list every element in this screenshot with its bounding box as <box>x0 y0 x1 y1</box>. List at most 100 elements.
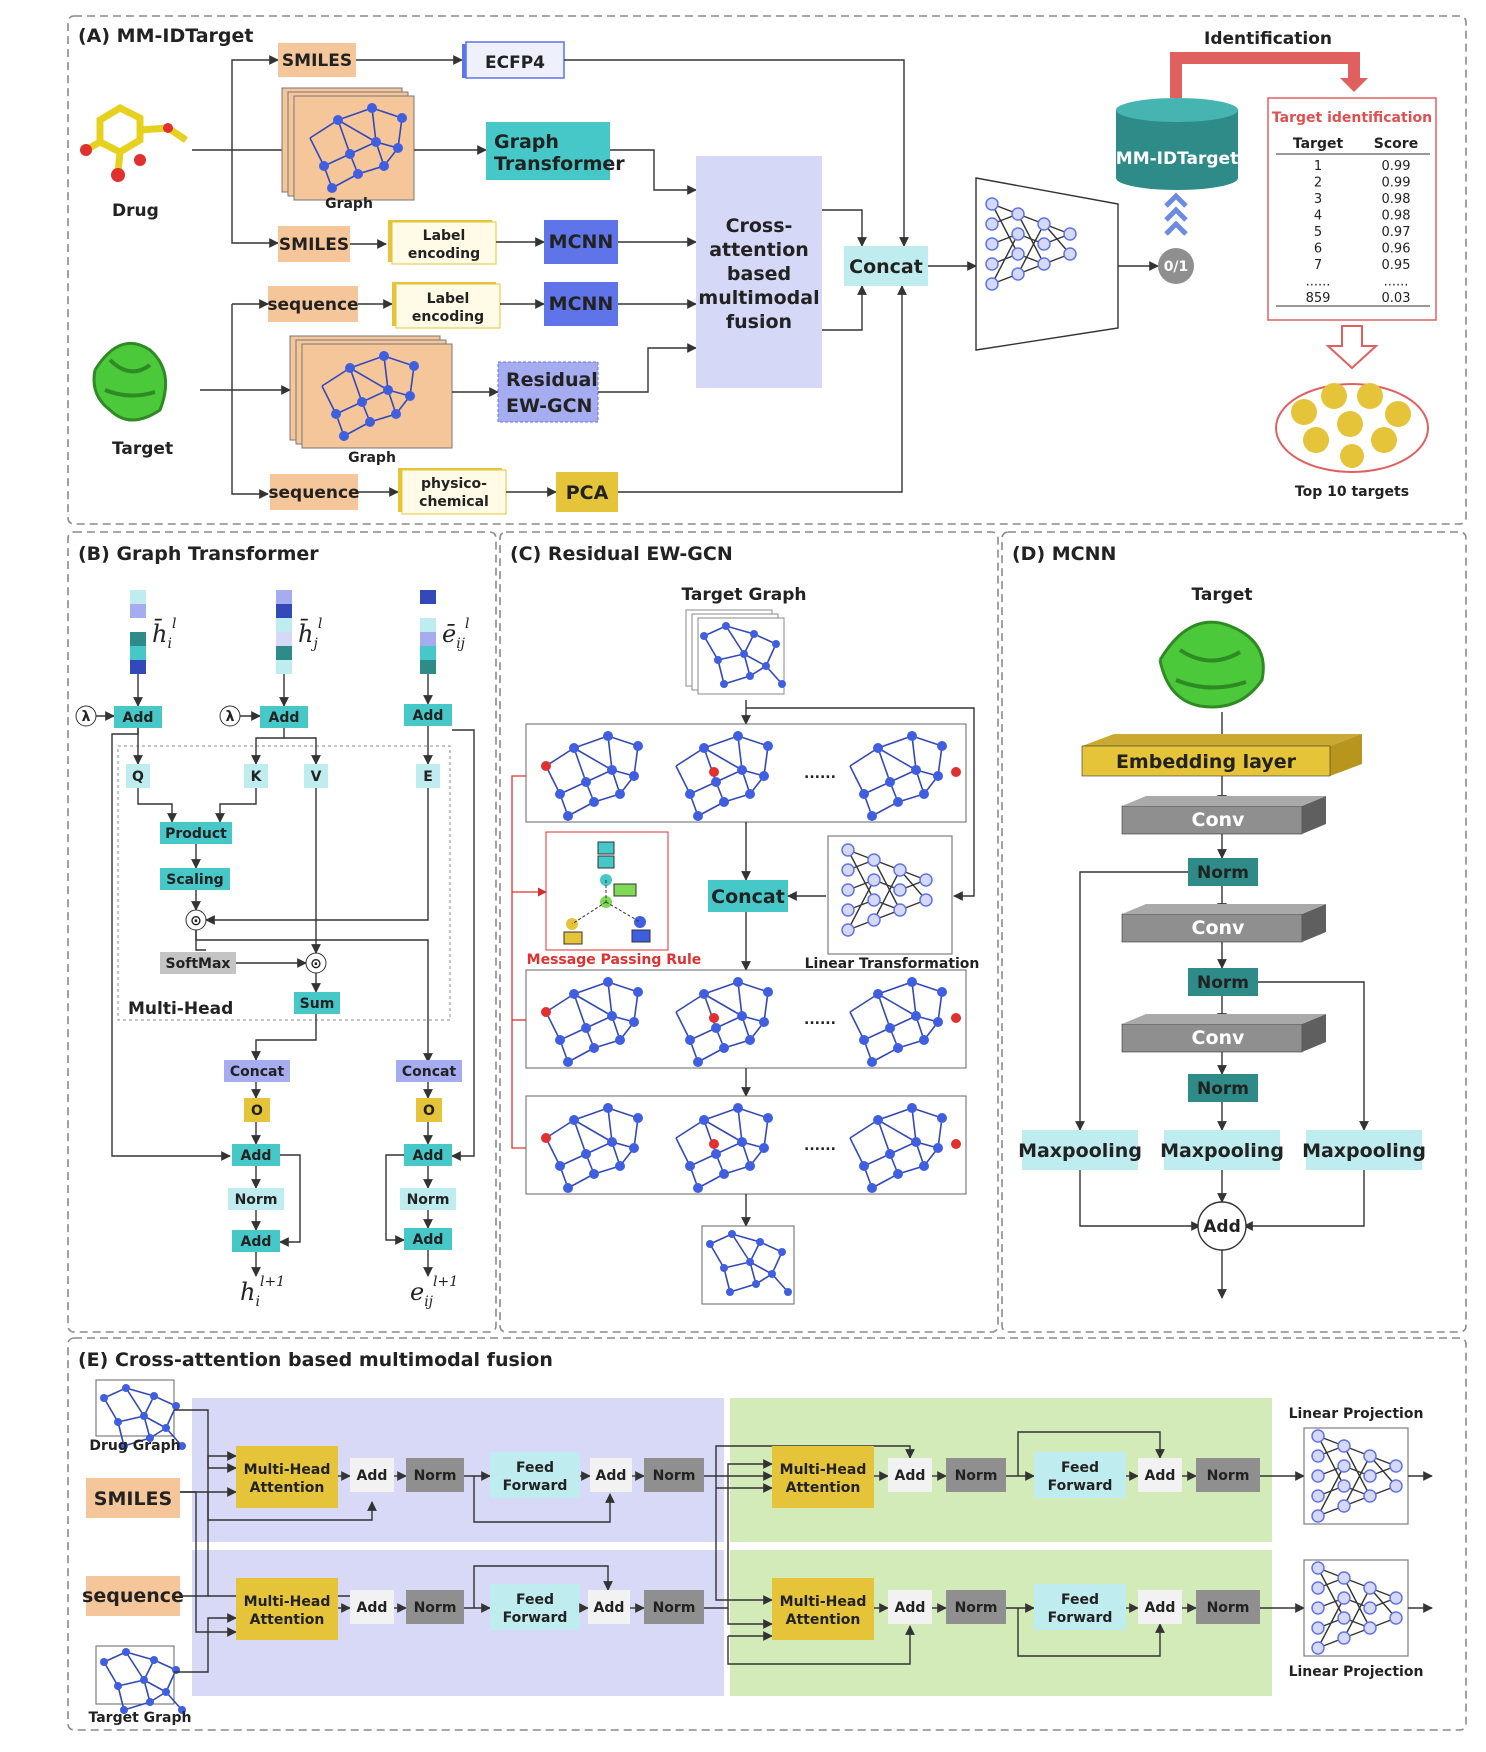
mcnn-target-label: Target <box>1191 585 1252 605</box>
table-cell-score: 0.03 <box>1382 291 1411 306</box>
message-passing-label: Message Passing Rule <box>527 952 702 968</box>
concat-box-a <box>844 246 928 286</box>
database-icon <box>1116 98 1238 190</box>
maxpool-label-1: Maxpooling <box>1018 1140 1142 1162</box>
norm-e-label: Norm <box>407 1192 450 1208</box>
norm-e5 <box>946 1458 1006 1492</box>
drug-molecule-icon <box>80 104 188 182</box>
ff-e4-label-1: Feed <box>1061 1592 1099 1608</box>
add-hj-box <box>260 706 308 728</box>
mha-2-label-2: Attention <box>250 1612 325 1628</box>
message-passing-icon <box>563 841 651 945</box>
sequence-label-1: sequence <box>267 295 358 315</box>
conv-label-2: Conv <box>1192 917 1246 939</box>
embedding-label: Embedding layer <box>1116 751 1297 773</box>
table-cell-target: 5 <box>1314 225 1322 240</box>
table-cell-target: 2 <box>1314 176 1322 191</box>
up-chevrons-icon <box>1164 192 1188 236</box>
label-encoding-box-2 <box>395 283 501 329</box>
norm-box-d3 <box>1188 1074 1258 1102</box>
table-cell-target: 1 <box>1314 159 1322 174</box>
sequence-box-2 <box>270 474 358 510</box>
maxpool-label-3: Maxpooling <box>1302 1140 1426 1162</box>
graph-transformer-label-2: Transformer <box>494 153 625 175</box>
ff-e1-label-1: Feed <box>516 1460 554 1476</box>
ff-e1-label-2: Forward <box>503 1478 568 1494</box>
linear-projection-label-1: Linear Projection <box>1289 1406 1424 1422</box>
norm-label-d3: Norm <box>1197 1079 1249 1099</box>
add-hj-label: Add <box>269 710 300 726</box>
table-cell-target: 859 <box>1306 291 1331 306</box>
symbol-e: ēijl <box>442 616 470 652</box>
add-e-label: Add <box>413 708 444 724</box>
add-hi-label: Add <box>123 710 154 726</box>
conv-box-3 <box>1121 1014 1326 1053</box>
sequence-label-e: sequence <box>82 1585 184 1607</box>
smiles-box-2 <box>278 226 350 262</box>
k-label: K <box>251 769 263 785</box>
add-h-box-1 <box>232 1144 280 1166</box>
mha-1-label-1: Multi-Head <box>244 1462 331 1478</box>
table-cell-target: 3 <box>1314 192 1322 207</box>
table-cell-target: 7 <box>1314 258 1322 273</box>
o-h-label: O <box>251 1103 263 1119</box>
residual-label-1: Residual <box>506 369 598 391</box>
norm-label-d1: Norm <box>1197 863 1249 883</box>
add-e3-label: Add <box>357 1600 388 1616</box>
panel-d-border <box>1001 531 1467 1333</box>
linear-projection-label-2: Linear Projection <box>1289 1664 1424 1680</box>
add-e-box <box>404 704 452 726</box>
smiles-label-e: SMILES <box>94 1488 172 1510</box>
pca-box <box>556 472 618 512</box>
red-connector <box>511 775 526 1149</box>
norm-e4-label: Norm <box>653 1600 696 1616</box>
mha-box-4 <box>772 1578 874 1640</box>
mcnn-box-2 <box>544 282 618 326</box>
ff-e2-label-2: Forward <box>503 1610 568 1626</box>
mha-1-label-2: Attention <box>250 1480 325 1496</box>
multi-head-label: Multi-Head <box>128 999 233 1019</box>
label-encoding-box-1 <box>391 221 497 265</box>
smiles-box-1 <box>278 43 356 77</box>
feature-vector-e <box>420 590 436 674</box>
table-cell-score: ...... <box>1384 275 1409 290</box>
table-cell-score: 0.98 <box>1382 209 1411 224</box>
sequence-label-2: sequence <box>268 483 359 503</box>
scaling-label: Scaling <box>166 872 223 888</box>
o-e-label: O <box>423 1103 435 1119</box>
graph-transformer-label-1: Graph <box>494 131 559 153</box>
add-e-label-1: Add <box>413 1148 444 1164</box>
sum-label: Sum <box>300 996 335 1012</box>
norm-e3 <box>406 1590 464 1624</box>
ff-e4-label-2: Forward <box>1048 1610 1113 1626</box>
target-protein-icon <box>92 341 168 422</box>
mha-2-label-1: Multi-Head <box>244 1594 331 1610</box>
add-h-label-1: Add <box>241 1148 272 1164</box>
concat-label-a: Concat <box>849 256 923 278</box>
table-cell-score: 0.99 <box>1382 159 1411 174</box>
output-node <box>1158 248 1194 284</box>
embedding-layer-box <box>1081 734 1362 777</box>
v-label: V <box>311 769 322 785</box>
panel-c-title: (C) Residual EW-GCN <box>510 543 733 565</box>
concat-h-box <box>224 1060 290 1082</box>
table-cell-score: 0.96 <box>1382 242 1411 257</box>
panel-a-title: (A) MM-IDTarget <box>78 25 254 47</box>
q-box <box>126 764 150 788</box>
table-header-target: Target <box>1293 136 1344 152</box>
concat-e-label: Concat <box>402 1064 457 1080</box>
concat-e-box <box>396 1060 462 1082</box>
mcnn-label-2: MCNN <box>549 293 614 315</box>
norm-e4 <box>644 1590 704 1624</box>
target-graph-label-e: Target Graph <box>88 1710 191 1726</box>
output-h: hil+1 <box>240 1274 285 1310</box>
feature-vector-hj <box>276 590 292 674</box>
ff-e1 <box>490 1452 580 1498</box>
q-label: Q <box>132 769 144 785</box>
add-e6 <box>1138 1458 1182 1492</box>
residual-label-2: EW-GCN <box>506 395 592 417</box>
ff-e3-label-1: Feed <box>1061 1460 1099 1476</box>
scaling-box <box>160 868 230 890</box>
target-graph-stack <box>289 335 453 449</box>
ff-e3-label-2: Forward <box>1048 1478 1113 1494</box>
